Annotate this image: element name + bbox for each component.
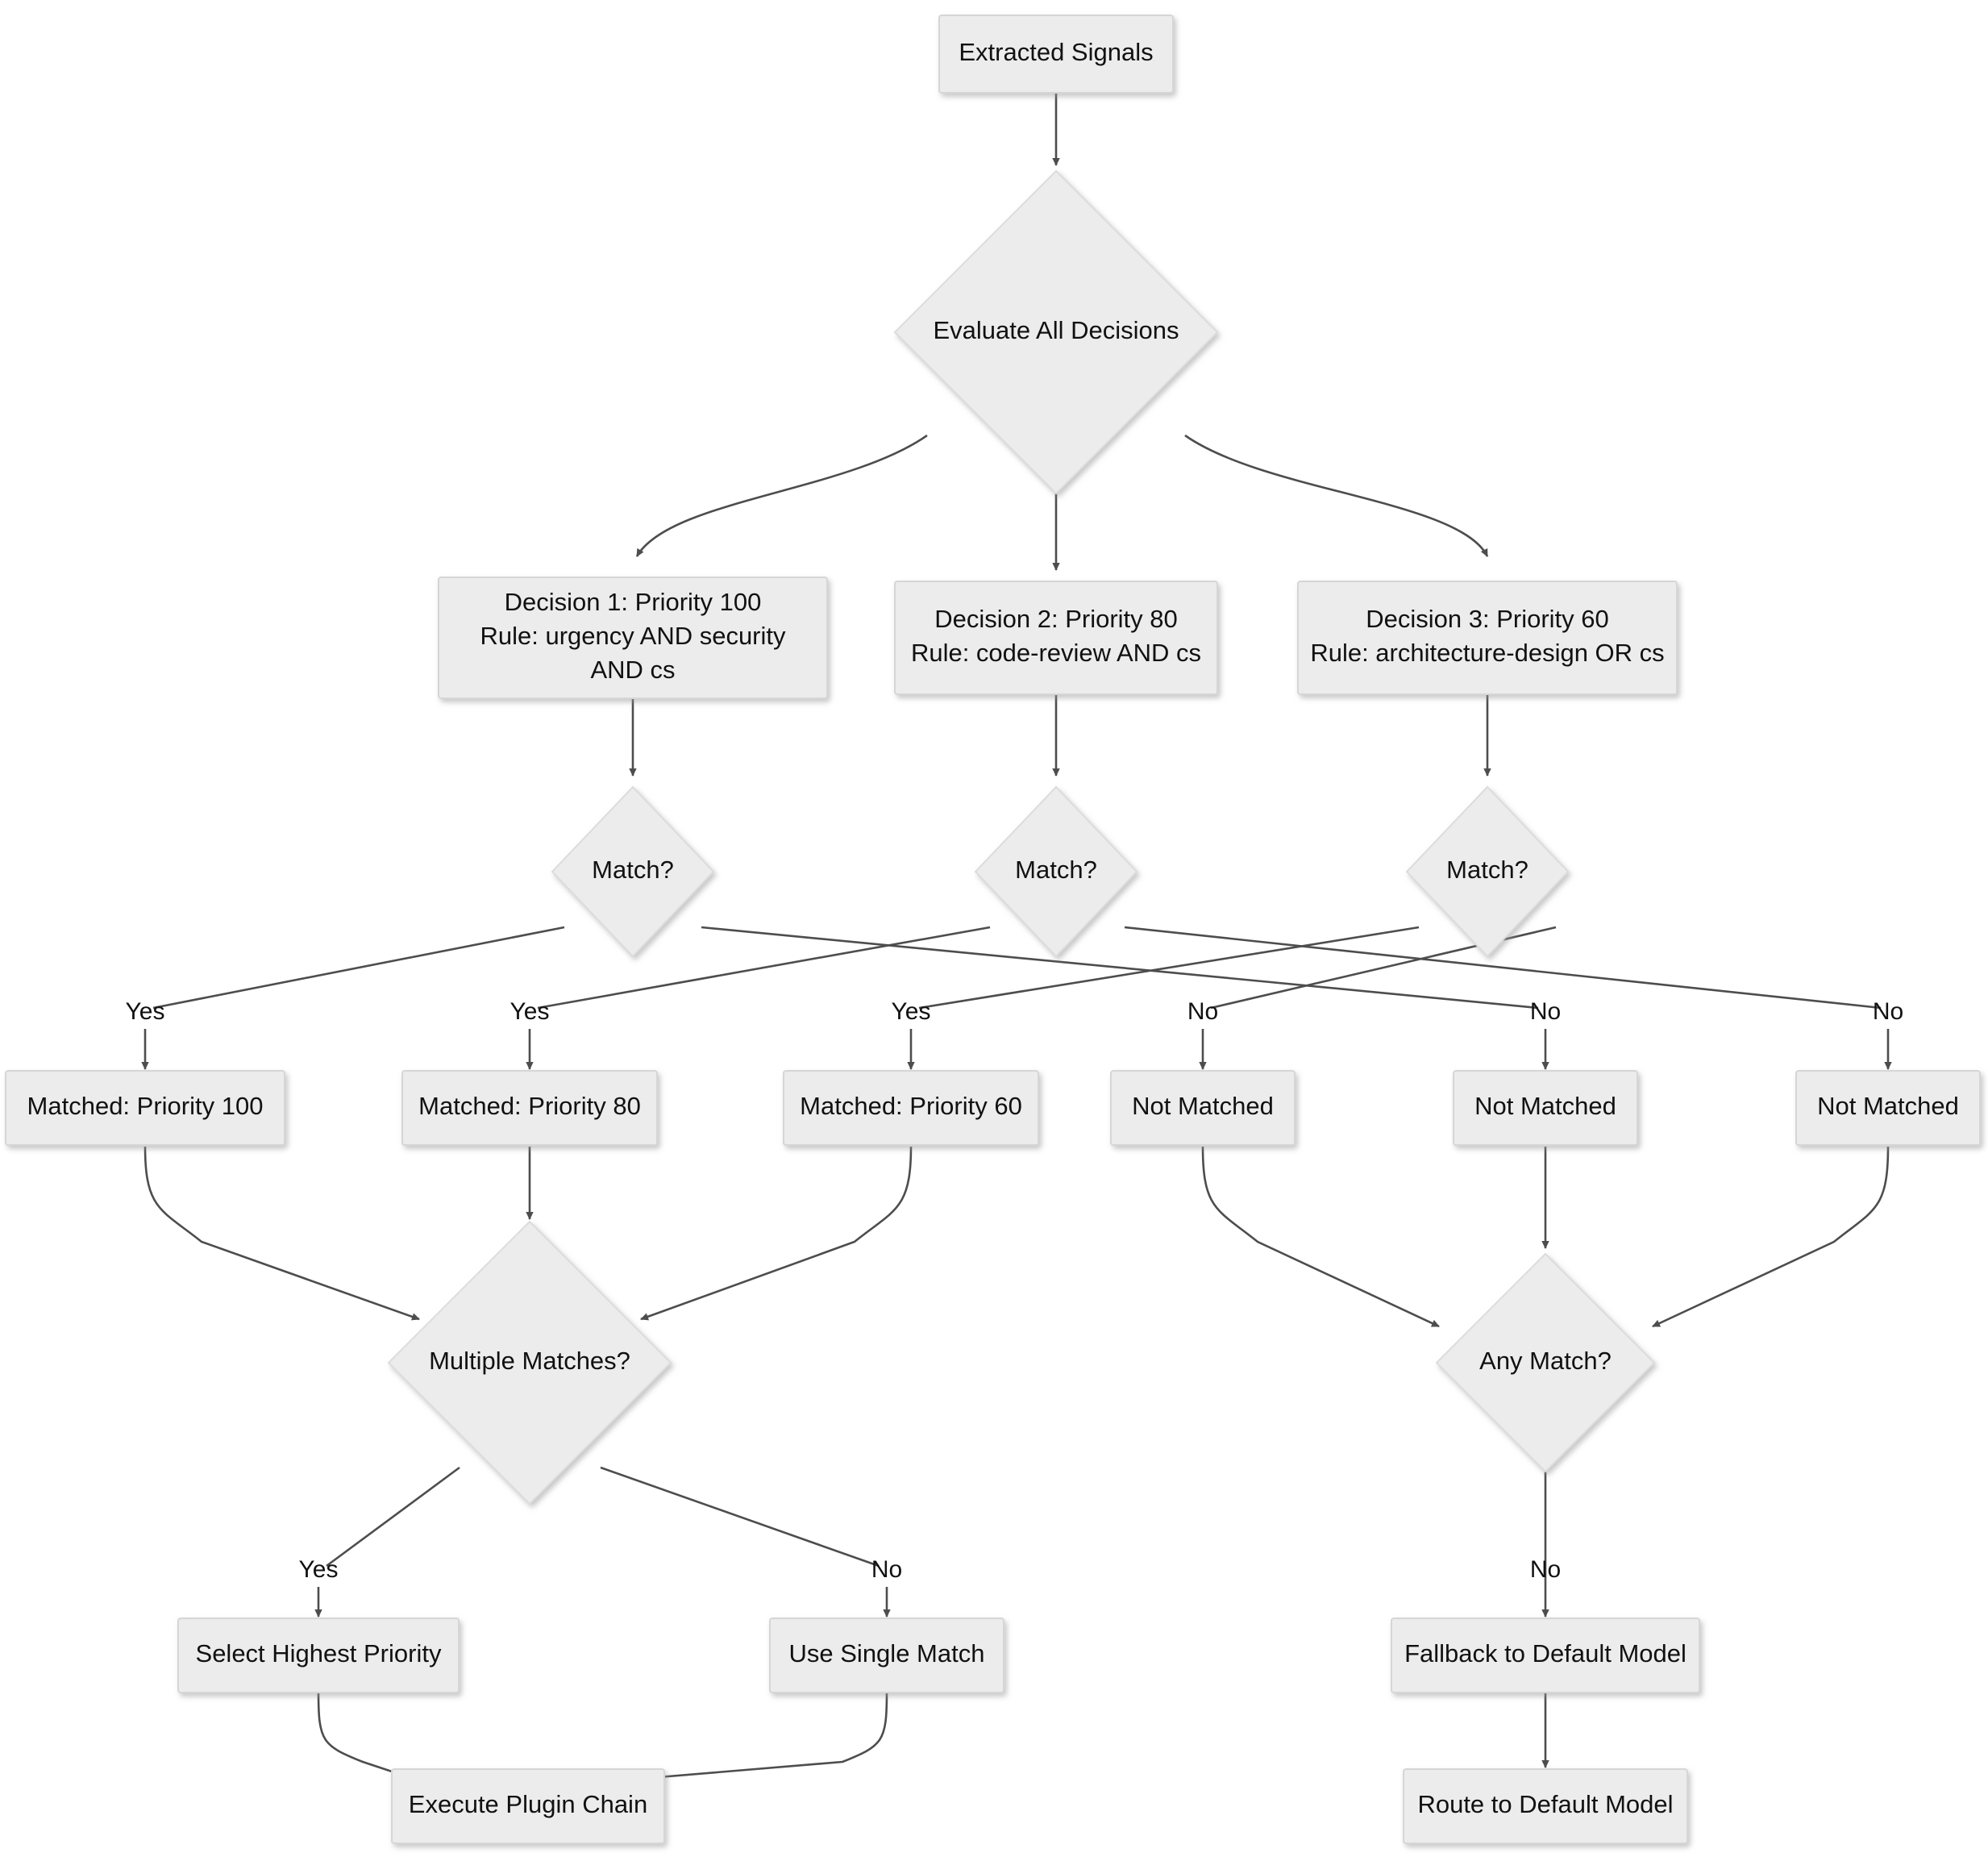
node-label-matched80: Matched: Priority 80 [418, 1092, 641, 1120]
node-shape-notmatched3 [1795, 1070, 1981, 1146]
node-route_default[interactable]: Route to Default Model [1403, 1768, 1688, 1844]
node-use_single[interactable]: Use Single Match [769, 1618, 1004, 1693]
node-label-decision1: Decision 1: Priority 100 [505, 588, 762, 616]
edge-label-match2-matched80: Yes [510, 998, 550, 1025]
node-label-decision1: AND cs [590, 656, 675, 684]
edge-multiple_matches-to-select_highest [326, 1466, 460, 1568]
node-shape-evaluate_all [893, 169, 1219, 495]
node-decision3[interactable]: Decision 3: Priority 60 Rule: architectur… [1297, 581, 1678, 695]
node-shape-match3 [1405, 785, 1570, 958]
node-notmatched2[interactable]: Not Matched [1453, 1070, 1638, 1146]
node-shape-extracted_signals [938, 15, 1174, 94]
node-label-evaluate_all: Evaluate All Decisions [934, 316, 1179, 344]
node-shape-match1 [551, 785, 715, 958]
node-label-matched60: Matched: Priority 60 [800, 1092, 1022, 1120]
node-label-use_single: Use Single Match [789, 1639, 985, 1668]
node-label-select_highest: Select Highest Priority [196, 1639, 442, 1668]
node-multiple_matches[interactable]: Multiple Matches? [387, 1220, 672, 1505]
node-notmatched3[interactable]: Not Matched [1795, 1070, 1981, 1146]
node-shape-notmatched2 [1453, 1070, 1638, 1146]
node-matched80[interactable]: Matched: Priority 80 [401, 1070, 658, 1146]
node-label-notmatched2: Not Matched [1474, 1092, 1616, 1120]
node-label-fallback_default: Fallback to Default Model [1404, 1639, 1686, 1668]
node-label-execute_plugin: Execute Plugin Chain [409, 1790, 647, 1818]
node-shape-decision1 [438, 577, 828, 699]
edge-matched100-to-multiple_matches [143, 1146, 420, 1321]
node-label-decision3: Decision 3: Priority 60 [1366, 605, 1609, 633]
node-evaluate_all[interactable]: Evaluate All Decisions [893, 169, 1219, 495]
node-notmatched1[interactable]: Not Matched [1110, 1070, 1296, 1146]
edges-layer [141, 93, 1892, 1781]
node-shape-matched80 [401, 1070, 658, 1146]
edge-match1-to-notmatched2 [701, 926, 1539, 1010]
node-shape-execute_plugin [391, 1768, 665, 1844]
node-shape-select_highest [177, 1618, 460, 1693]
node-extracted_signals[interactable]: Extracted Signals [938, 15, 1174, 94]
node-label-route_default: Route to Default Model [1417, 1790, 1673, 1818]
edge-use_single-to-execute_plugin [648, 1692, 888, 1781]
edge-label-match1-notmatched2: No [1530, 998, 1561, 1025]
edge-matched60-to-multiple_matches [640, 1146, 913, 1321]
node-any_match[interactable]: Any Match? [1435, 1252, 1656, 1473]
node-label-decision3: Rule: architecture-design OR cs [1310, 639, 1664, 667]
node-match1[interactable]: Match? [551, 785, 715, 958]
edge-select_highest-to-execute_plugin [317, 1692, 412, 1780]
node-label-notmatched1: Not Matched [1132, 1092, 1274, 1120]
edge-notmatched3-to-any_match [1652, 1146, 1890, 1328]
node-shape-any_match [1435, 1252, 1656, 1473]
node-decision2[interactable]: Decision 2: Priority 80 Rule: code-review… [894, 581, 1218, 695]
node-shape-multiple_matches [387, 1220, 672, 1505]
node-label-any_match: Any Match? [1479, 1347, 1612, 1375]
edge-notmatched1-to-any_match [1201, 1146, 1440, 1328]
node-select_highest[interactable]: Select Highest Priority [177, 1618, 460, 1693]
node-label-decision2: Rule: code-review AND cs [911, 639, 1201, 667]
node-shape-notmatched1 [1110, 1070, 1296, 1146]
node-shape-matched100 [5, 1070, 285, 1146]
node-label-extracted_signals: Extracted Signals [959, 38, 1153, 66]
edge-label-match3-matched60: Yes [892, 998, 931, 1025]
node-match3[interactable]: Match? [1405, 785, 1570, 958]
node-label-match3: Match? [1446, 856, 1528, 884]
edge-label-match3-notmatched1: No [1187, 998, 1218, 1025]
node-shape-matched60 [783, 1070, 1039, 1146]
node-shape-route_default [1403, 1768, 1688, 1844]
node-matched100[interactable]: Matched: Priority 100 [5, 1070, 285, 1146]
edge-evaluate_all-to-decision1 [635, 434, 928, 557]
node-shape-use_single [769, 1618, 1004, 1693]
node-label-decision2: Decision 2: Priority 80 [934, 605, 1178, 633]
node-shape-match2 [974, 785, 1138, 958]
node-execute_plugin[interactable]: Execute Plugin Chain [391, 1768, 665, 1844]
node-label-notmatched3: Not Matched [1817, 1092, 1959, 1120]
node-label-decision1: Rule: urgency AND security [480, 622, 786, 650]
node-label-multiple_matches: Multiple Matches? [429, 1347, 630, 1375]
edge-match1-to-matched100 [152, 926, 565, 1010]
node-shape-fallback_default [1391, 1618, 1700, 1693]
edge-match2-to-matched80 [537, 926, 991, 1010]
node-label-match1: Match? [592, 856, 674, 884]
edge-match2-to-notmatched3 [1124, 926, 1882, 1010]
edge-label-multiple_matches-use_single: No [871, 1556, 902, 1583]
edge-multiple_matches-to-use_single [600, 1466, 880, 1568]
edge-evaluate_all-to-decision3 [1184, 434, 1489, 557]
edge-label-match1-matched100: Yes [126, 998, 165, 1025]
node-matched60[interactable]: Matched: Priority 60 [783, 1070, 1039, 1146]
edge-match3-to-matched60 [918, 926, 1420, 1010]
node-shape-decision3 [1297, 581, 1678, 695]
node-label-match2: Match? [1015, 856, 1097, 884]
edge-label-match2-notmatched3: No [1873, 998, 1903, 1025]
node-match2[interactable]: Match? [974, 785, 1138, 958]
edge-label-multiple_matches-select_highest: Yes [299, 1556, 339, 1583]
node-fallback_default[interactable]: Fallback to Default Model [1391, 1618, 1700, 1693]
edge-label-any_match-fallback_default: No [1530, 1556, 1561, 1583]
node-shape-decision2 [894, 581, 1218, 695]
node-label-matched100: Matched: Priority 100 [27, 1092, 264, 1120]
